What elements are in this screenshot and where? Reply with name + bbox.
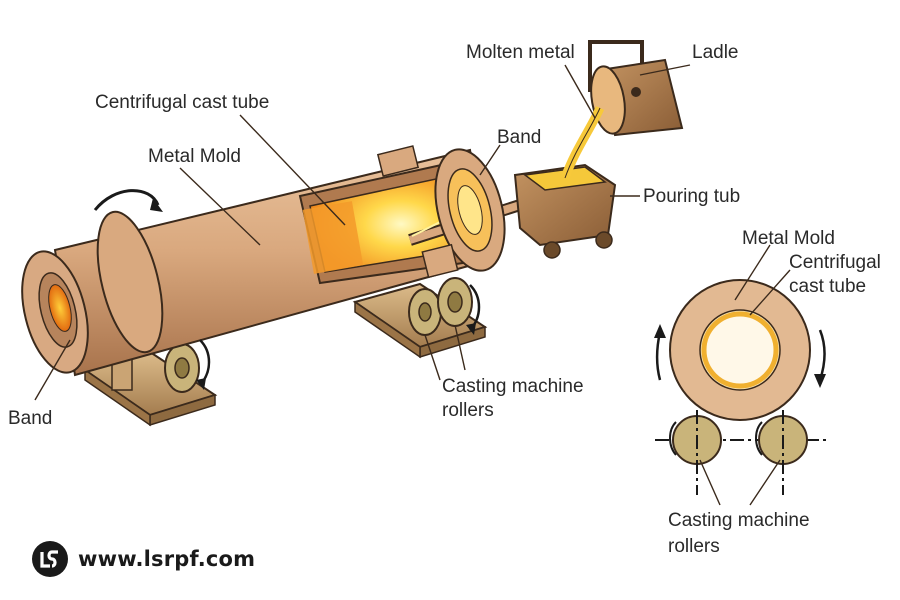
label-casting-rollers-line2: rollers xyxy=(442,400,494,421)
rotation-arrow-icon xyxy=(93,189,160,211)
label-molten-metal: Molten metal xyxy=(466,42,575,63)
roller-arrowhead-right-icon xyxy=(466,323,476,335)
label-casting-rollers-line1: Casting machine xyxy=(442,376,584,397)
cross-arrowhead-right-icon xyxy=(814,374,826,388)
brand-watermark: www.lsrpf.com xyxy=(30,538,255,580)
cross-arrowhead-left-icon xyxy=(654,324,666,338)
cross-arrow-left-icon xyxy=(655,331,662,381)
roller-arrow-left-icon xyxy=(199,339,211,386)
left-roller-base xyxy=(82,343,218,427)
label-band-left: Band xyxy=(8,408,52,429)
label-cross-rollers-line2: rollers xyxy=(668,536,720,557)
roller-arrow-small-right-icon xyxy=(755,421,763,456)
cross-section xyxy=(654,279,828,495)
cross-arrow-right-icon xyxy=(818,329,826,381)
leader-lines xyxy=(34,64,791,506)
label-pouring-tub: Pouring tub xyxy=(643,186,740,207)
label-ladle: Ladle xyxy=(692,42,739,63)
roller-arrow-small-left-icon xyxy=(669,421,677,456)
ladle xyxy=(560,40,684,180)
rotation-arrowhead-icon xyxy=(150,198,163,212)
brand-url[interactable]: www.lsrpf.com xyxy=(78,547,256,571)
right-roller-base xyxy=(352,277,488,359)
label-cross-rollers-line1: Casting machine xyxy=(668,510,810,531)
label-cross-centrifugal-line2: cast tube xyxy=(789,276,866,297)
pouring-tub xyxy=(513,163,617,259)
roller-arrowhead-left-icon xyxy=(196,378,206,390)
lsrpf-logo-icon xyxy=(32,541,68,577)
right-band-flange xyxy=(376,145,506,279)
label-centrifugal-cast-tube: Centrifugal cast tube xyxy=(95,92,269,113)
label-cross-metal-mold: Metal Mold xyxy=(742,228,835,249)
label-band-top: Band xyxy=(497,127,541,148)
label-cross-centrifugal-line1: Centrifugal xyxy=(789,252,881,273)
label-metal-mold: Metal Mold xyxy=(148,146,241,167)
